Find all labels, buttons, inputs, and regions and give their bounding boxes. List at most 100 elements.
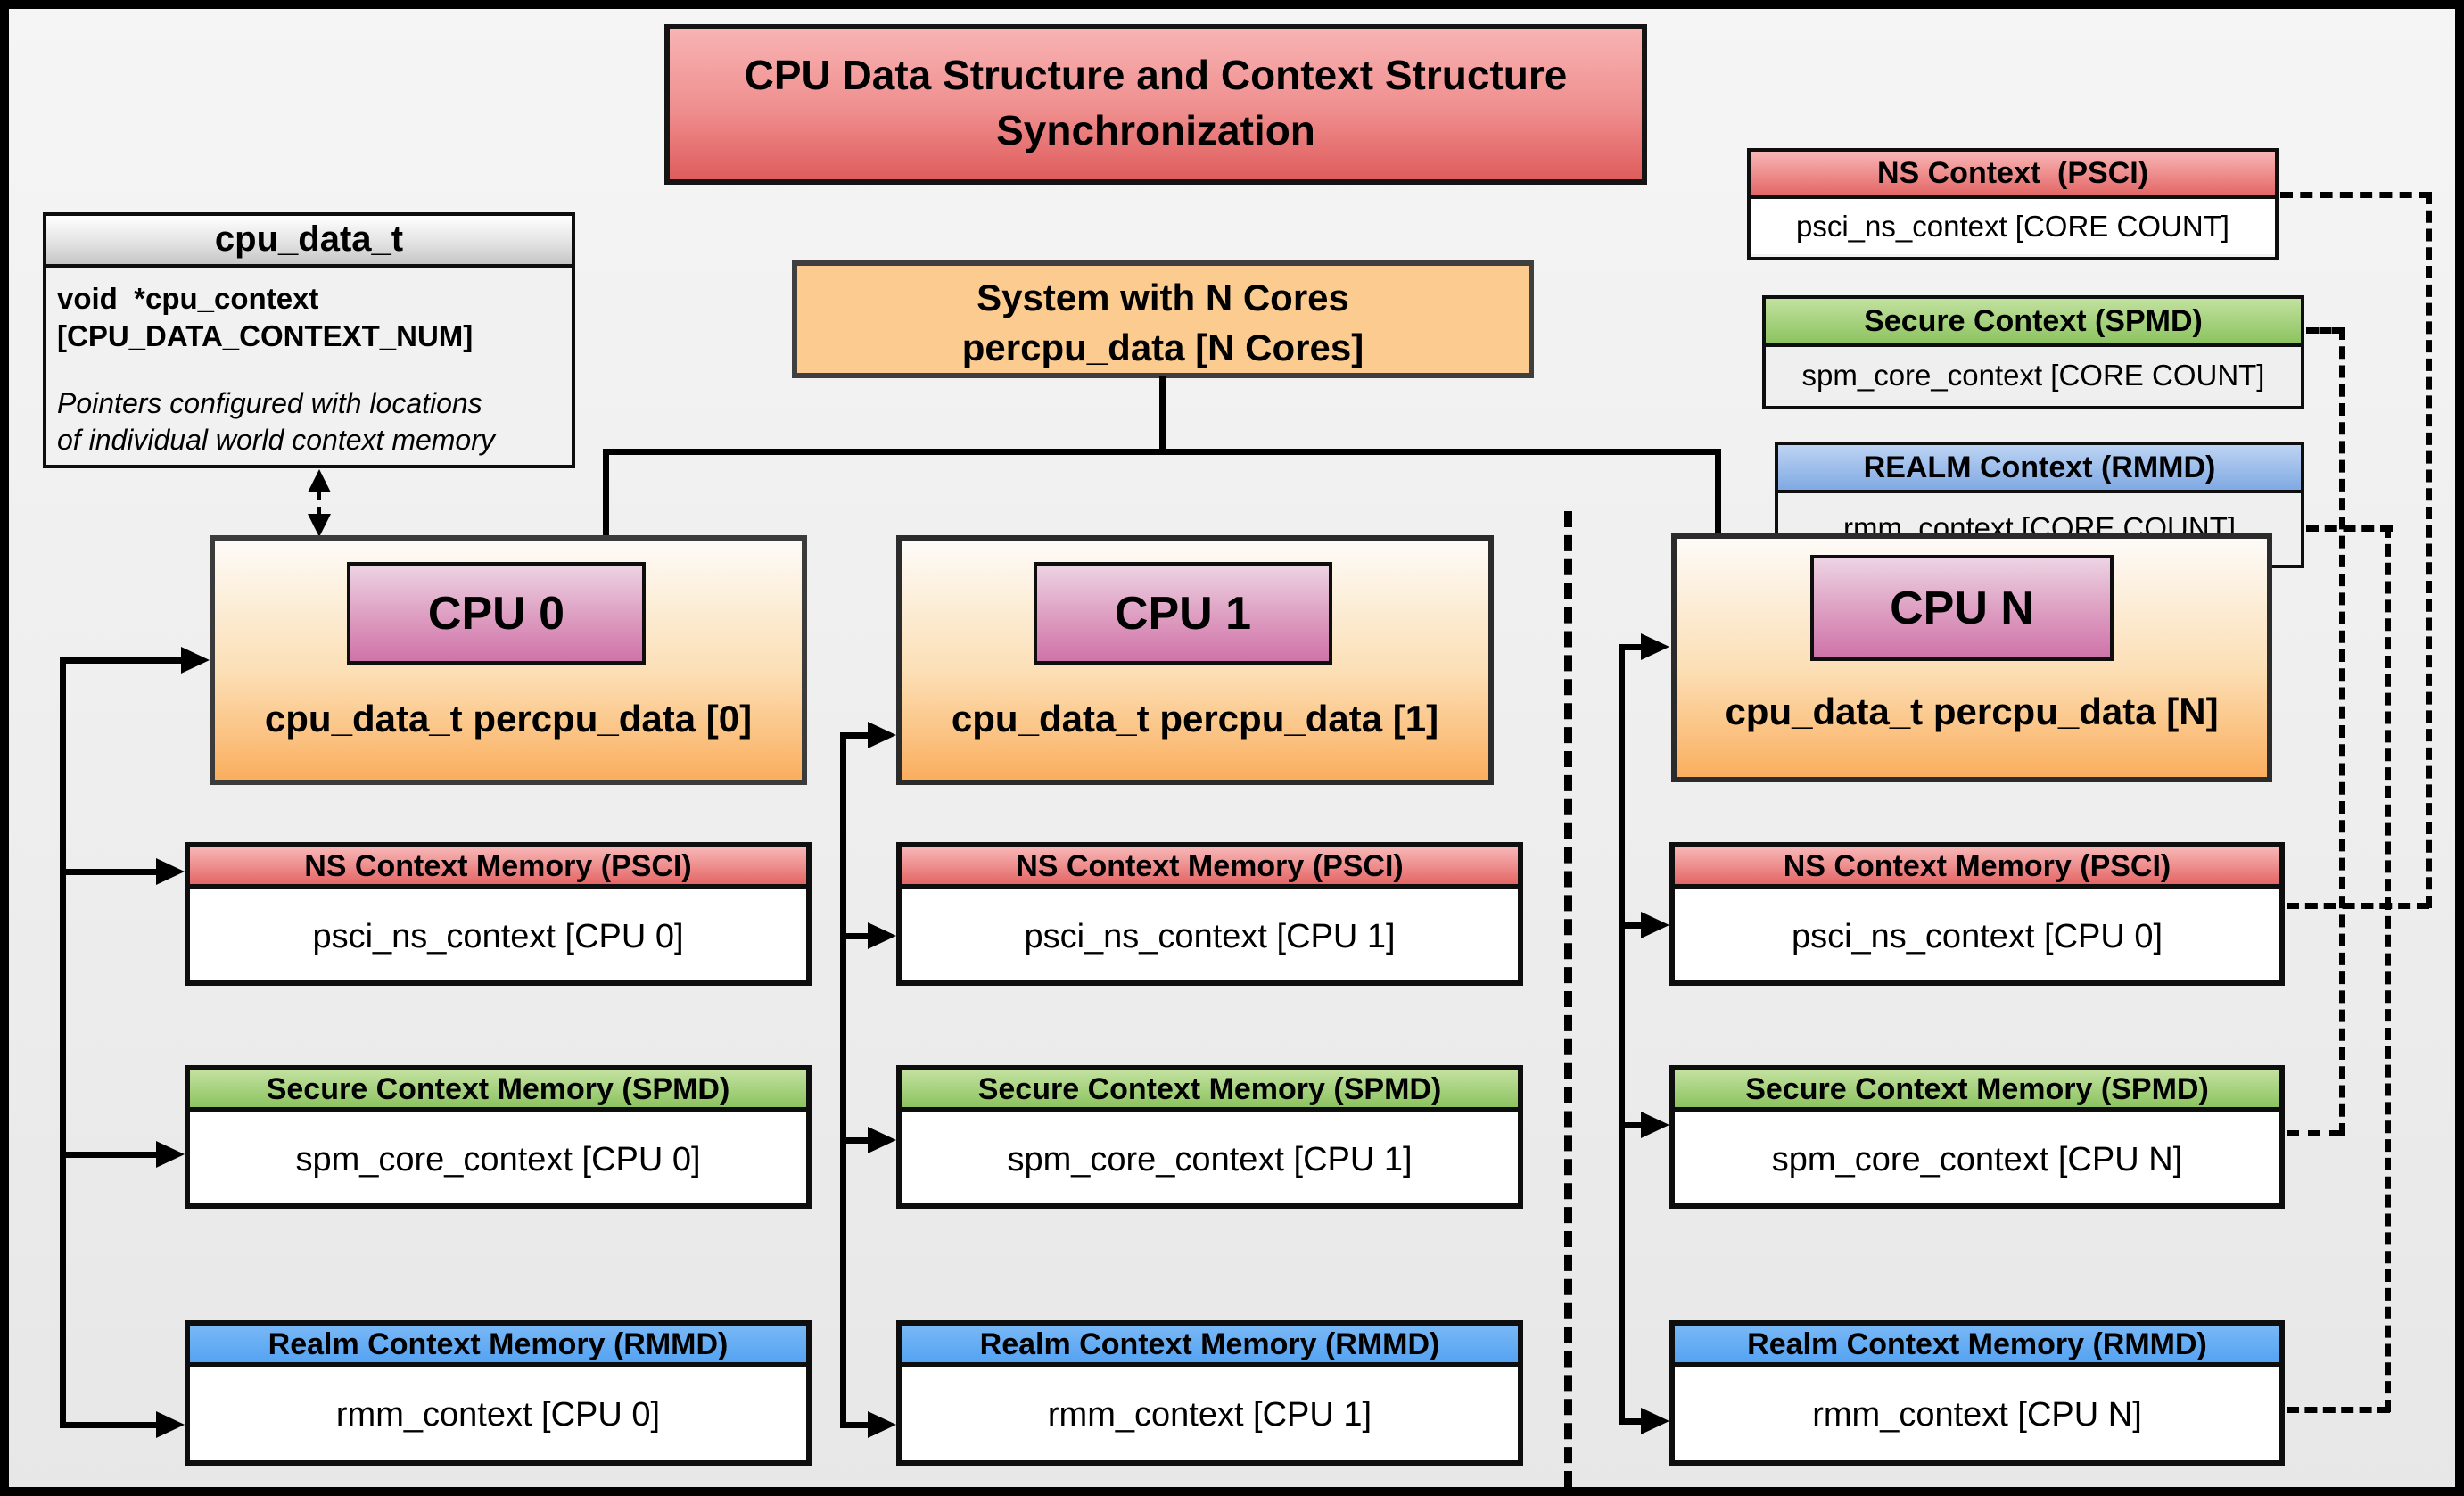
struct-field-line-2: [CPU_DATA_CONTEXT_NUM] bbox=[57, 319, 474, 352]
system-box: System with N Cores percpu_data [N Cores… bbox=[792, 260, 1534, 378]
cpu0-ns-memory-box: NS Context Memory (PSCI) psci_ns_context… bbox=[185, 842, 812, 986]
cpu1-secure-memory-header: Secure Context Memory (SPMD) bbox=[902, 1070, 1518, 1112]
system-branch-horizontal-line bbox=[603, 449, 1721, 455]
cpuN-chip: CPU N bbox=[1810, 555, 2114, 661]
cpu0-chip: CPU 0 bbox=[347, 562, 646, 665]
cpu1-realm-memory-box: Realm Context Memory (RMMD) rmm_context … bbox=[896, 1320, 1523, 1466]
cpu1-ns-memory-body: psci_ns_context [CPU 1] bbox=[1024, 918, 1396, 955]
legend-realm-header: REALM Context (RMMD) bbox=[1778, 445, 2301, 493]
sync-arrow-down-icon bbox=[308, 514, 331, 537]
cpu1-arrow-line-realm bbox=[840, 1422, 868, 1428]
cpuN-secure-memory-header: Secure Context Memory (SPMD) bbox=[1675, 1070, 2279, 1112]
system-branch-stub-line bbox=[1159, 376, 1166, 451]
ns-legend-connector-v bbox=[2426, 192, 2432, 908]
cpu1-secure-memory-body: spm_core_context [CPU 1] bbox=[1007, 1141, 1413, 1178]
realm-legend-connector-h1 bbox=[2306, 525, 2393, 532]
cpuN-arrow-ns-icon bbox=[1641, 912, 1669, 938]
secure-legend-connector-v bbox=[2339, 327, 2345, 1136]
system-branch-left-drop-line bbox=[603, 449, 609, 535]
system-branch-right-drop-line bbox=[1715, 449, 1721, 533]
cpuN-ns-memory-box: NS Context Memory (PSCI) psci_ns_context… bbox=[1669, 842, 2285, 986]
cpuN-data-line: cpu_data_t percpu_data [N] bbox=[1725, 690, 2219, 732]
cpu1-box: CPU 1 cpu_data_t percpu_data [1] bbox=[896, 535, 1494, 785]
legend-ns-body: psci_ns_context [CORE COUNT] bbox=[1751, 199, 2275, 254]
cpu0-data-line: cpu_data_t percpu_data [0] bbox=[264, 698, 753, 740]
cpu1-arrow-line-secure bbox=[840, 1137, 868, 1144]
cpu0-ns-memory-header: NS Context Memory (PSCI) bbox=[190, 847, 806, 889]
ellipsis-column-separator bbox=[1564, 511, 1572, 1487]
diagram-title: CPU Data Structure and Context Structure… bbox=[664, 24, 1647, 185]
cpu1-ns-memory-box: NS Context Memory (PSCI) psci_ns_context… bbox=[896, 842, 1523, 986]
cpu0-arrow-secure-icon bbox=[156, 1141, 185, 1168]
legend-ns-context-box: NS Context (PSCI) psci_ns_context [CORE … bbox=[1747, 148, 2279, 260]
cpuN-realm-memory-body: rmm_context [CPU N] bbox=[1812, 1396, 2142, 1434]
cpu-data-t-header: cpu_data_t bbox=[46, 216, 572, 268]
legend-secure-header: Secure Context (SPMD) bbox=[1766, 299, 2301, 347]
cpu0-realm-memory-body: rmm_context [CPU 0] bbox=[335, 1396, 661, 1434]
legend-secure-context-box: Secure Context (SPMD) spm_core_context [… bbox=[1762, 295, 2304, 409]
system-line-2: percpu_data [N Cores] bbox=[961, 326, 1364, 368]
cpu1-arrow-secure-icon bbox=[868, 1127, 896, 1153]
cpu0-box: CPU 0 cpu_data_t percpu_data [0] bbox=[210, 535, 807, 785]
struct-note-line-2: of individual world context memory bbox=[57, 424, 495, 456]
cpu0-pointer-rail bbox=[60, 657, 66, 1428]
realm-legend-connector-h2 bbox=[2287, 1407, 2390, 1413]
cpuN-ns-memory-header: NS Context Memory (PSCI) bbox=[1675, 847, 2279, 889]
cpu1-arrow-cpu-icon bbox=[868, 722, 896, 748]
cpu1-arrow-line-ns bbox=[840, 933, 868, 939]
cpu-data-t-struct-box: cpu_data_t void *cpu_context [CPU_DATA_C… bbox=[43, 212, 575, 468]
cpu1-ns-memory-header: NS Context Memory (PSCI) bbox=[902, 847, 1518, 889]
cpuN-arrow-secure-icon bbox=[1641, 1112, 1669, 1138]
struct-field-line-1: void *cpu_context bbox=[57, 282, 319, 315]
title-line-1: CPU Data Structure and Context Structure bbox=[744, 52, 1568, 98]
legend-secure-body: spm_core_context [CORE COUNT] bbox=[1766, 347, 2301, 403]
ns-legend-connector-h1 bbox=[2280, 192, 2432, 198]
struct-note: Pointers configured with locations of in… bbox=[57, 385, 561, 459]
sync-arrow-up-icon bbox=[308, 469, 331, 492]
cpuN-arrow-cpu-icon bbox=[1641, 633, 1669, 660]
cpuN-pointer-rail bbox=[1619, 644, 1625, 1425]
cpu1-pointer-rail bbox=[840, 732, 846, 1428]
cpu1-realm-memory-header: Realm Context Memory (RMMD) bbox=[902, 1326, 1518, 1367]
cpuN-arrow-line-ns bbox=[1619, 922, 1641, 929]
cpuN-arrow-line-secure bbox=[1619, 1122, 1641, 1128]
cpuN-arrow-line-realm bbox=[1619, 1418, 1641, 1425]
cpuN-arrow-realm-icon bbox=[1641, 1408, 1669, 1434]
secure-legend-connector-h1 bbox=[2306, 327, 2345, 334]
cpu0-arrow-line-realm bbox=[60, 1422, 156, 1428]
cpu0-secure-memory-header: Secure Context Memory (SPMD) bbox=[190, 1070, 806, 1112]
cpu0-ns-memory-body: psci_ns_context [CPU 0] bbox=[312, 918, 684, 955]
cpu1-secure-memory-box: Secure Context Memory (SPMD) spm_core_co… bbox=[896, 1065, 1523, 1209]
sync-arrow-dashed-line bbox=[317, 491, 321, 516]
cpu0-arrow-cpu-icon bbox=[181, 647, 210, 674]
legend-ns-header: NS Context (PSCI) bbox=[1751, 152, 2275, 199]
cpu1-realm-memory-body: rmm_context [CPU 1] bbox=[1047, 1396, 1372, 1434]
realm-legend-connector-v bbox=[2385, 525, 2391, 1412]
cpuN-realm-memory-box: Realm Context Memory (RMMD) rmm_context … bbox=[1669, 1320, 2285, 1466]
cpuN-realm-memory-header: Realm Context Memory (RMMD) bbox=[1675, 1326, 2279, 1367]
cpu0-arrow-realm-icon bbox=[156, 1411, 185, 1438]
title-line-2: Synchronization bbox=[996, 107, 1315, 153]
cpu1-data-line: cpu_data_t percpu_data [1] bbox=[951, 698, 1439, 740]
ns-legend-connector-h2 bbox=[2287, 903, 2429, 909]
cpuN-ns-memory-body: psci_ns_context [CPU 0] bbox=[1791, 918, 2163, 955]
cpu0-secure-memory-box: Secure Context Memory (SPMD) spm_core_co… bbox=[185, 1065, 812, 1209]
cpuN-arrow-line-cpu bbox=[1619, 644, 1641, 650]
cpu-data-t-body: void *cpu_context [CPU_DATA_CONTEXT_NUM]… bbox=[46, 268, 572, 459]
struct-note-line-1: Pointers configured with locations bbox=[57, 387, 482, 419]
cpu0-arrow-ns-icon bbox=[156, 858, 185, 885]
secure-legend-connector-h2 bbox=[2287, 1130, 2342, 1136]
cpu1-arrow-realm-icon bbox=[868, 1411, 896, 1438]
cpu0-secure-memory-body: spm_core_context [CPU 0] bbox=[295, 1141, 701, 1178]
cpuN-secure-memory-body: spm_core_context [CPU N] bbox=[1771, 1141, 2183, 1178]
cpuN-box: CPU N cpu_data_t percpu_data [N] bbox=[1671, 533, 2272, 782]
system-line-1: System with N Cores bbox=[977, 277, 1349, 318]
cpu0-arrow-line-cpu bbox=[60, 657, 181, 664]
cpu0-arrow-line-secure bbox=[60, 1152, 156, 1158]
cpu1-arrow-ns-icon bbox=[868, 922, 896, 949]
cpu0-realm-memory-box: Realm Context Memory (RMMD) rmm_context … bbox=[185, 1320, 812, 1466]
cpuN-secure-memory-box: Secure Context Memory (SPMD) spm_core_co… bbox=[1669, 1065, 2285, 1209]
cpu1-arrow-line-cpu bbox=[840, 732, 868, 739]
cpu0-realm-memory-header: Realm Context Memory (RMMD) bbox=[190, 1326, 806, 1367]
